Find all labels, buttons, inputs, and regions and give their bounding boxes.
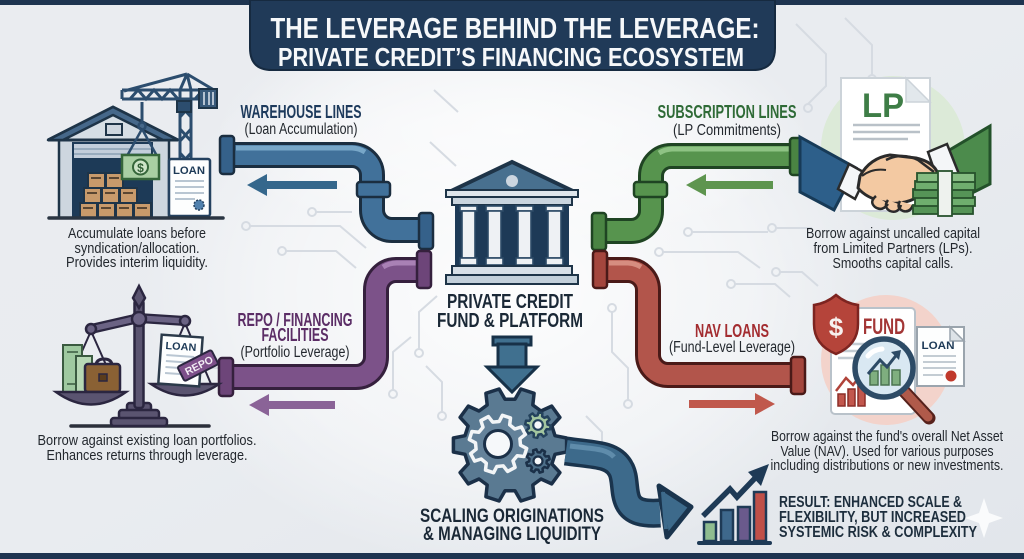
- svg-text:(Loan Accumulation): (Loan Accumulation): [245, 121, 358, 138]
- svg-text:FUND: FUND: [863, 314, 905, 339]
- svg-text:FACILITIES: FACILITIES: [262, 325, 329, 345]
- svg-text:Borrow against uncalled capita: Borrow against uncalled capital: [806, 226, 980, 242]
- svg-text:Borrow against the fund's over: Borrow against the fund's overall Net As…: [771, 429, 1003, 445]
- svg-text:Accumulate loans before: Accumulate loans before: [68, 226, 206, 242]
- svg-text:WAREHOUSE LINES: WAREHOUSE LINES: [241, 102, 362, 122]
- svg-text:from Limited Partners (LPs).: from Limited Partners (LPs).: [814, 241, 973, 257]
- svg-text:$: $: [829, 312, 844, 342]
- svg-text:NAV LOANS: NAV LOANS: [695, 321, 769, 341]
- svg-text:RESULT: ENHANCED SCALE &: RESULT: ENHANCED SCALE &: [779, 494, 962, 511]
- svg-text:SCALING ORIGINATIONS: SCALING ORIGINATIONS: [420, 506, 604, 527]
- svg-text:(Fund-Level Leverage): (Fund-Level Leverage): [669, 339, 795, 356]
- svg-text:SUBSCRIPTION LINES: SUBSCRIPTION LINES: [658, 102, 797, 122]
- svg-text:Smooths capital calls.: Smooths capital calls.: [833, 256, 954, 272]
- svg-text:Value (NAV). Used for various: Value (NAV). Used for various purposes: [781, 444, 994, 460]
- svg-text:THE LEVERAGE BEHIND THE LEVERA: THE LEVERAGE BEHIND THE LEVERAGE:: [271, 13, 760, 45]
- svg-text:syndication/allocation.: syndication/allocation.: [75, 241, 200, 257]
- svg-text:SYSTEMIC RISK & COMPLEXITY: SYSTEMIC RISK & COMPLEXITY: [779, 524, 978, 541]
- svg-text:LP: LP: [862, 87, 904, 125]
- svg-text:REPO / FINANCING: REPO / FINANCING: [238, 310, 353, 330]
- svg-text:LOAN: LOAN: [173, 165, 205, 177]
- svg-text:FLEXIBILITY, BUT INCREASED: FLEXIBILITY, BUT INCREASED: [779, 509, 966, 526]
- svg-text:$: $: [137, 161, 144, 175]
- svg-text:Borrow against existing loan p: Borrow against existing loan portfolios.: [38, 433, 257, 449]
- svg-text:Enhances returns through lever: Enhances returns through leverage.: [47, 448, 248, 464]
- svg-text:FUND & PLATFORM: FUND & PLATFORM: [437, 310, 583, 332]
- svg-text:LOAN: LOAN: [922, 340, 955, 352]
- svg-text:LOAN: LOAN: [165, 340, 197, 354]
- svg-text:(Portfolio Leverage): (Portfolio Leverage): [241, 344, 350, 361]
- svg-text:PRIVATE CREDIT’S FINANCING ECO: PRIVATE CREDIT’S FINANCING ECOSYSTEM: [278, 42, 744, 72]
- svg-text:PRIVATE CREDIT: PRIVATE CREDIT: [447, 291, 573, 313]
- svg-text:(LP Commitments): (LP Commitments): [673, 122, 781, 139]
- svg-text:Provides interim liquidity.: Provides interim liquidity.: [66, 255, 208, 271]
- svg-text:including distributions or new: including distributions or new investmen…: [771, 458, 1004, 474]
- svg-text:& MANAGING LIQUIDITY: & MANAGING LIQUIDITY: [423, 524, 601, 545]
